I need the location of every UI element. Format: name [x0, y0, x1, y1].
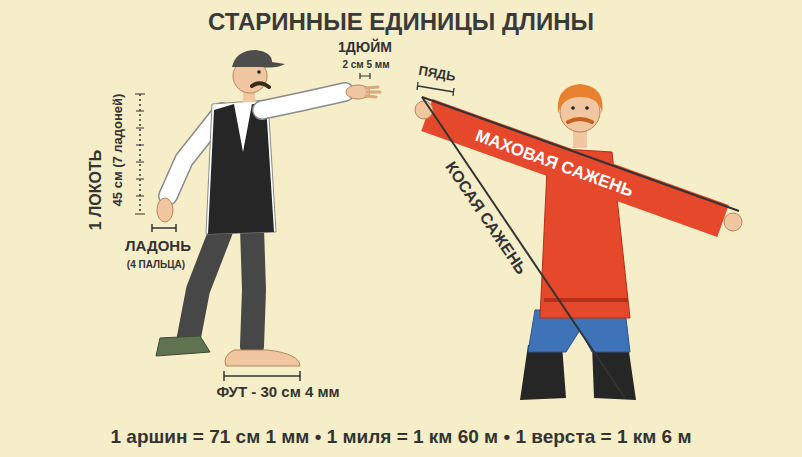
sleeve-outline [262, 92, 345, 110]
belt [544, 298, 628, 302]
span-label: КОСАЯ САЖЕНЬ [442, 158, 530, 277]
dimension-label: ФУТ - 30 см 4 мм [216, 384, 339, 401]
boot [520, 345, 566, 400]
dimension-label: ЛАДОНЬ [125, 238, 191, 255]
title: СТАРИННЫЕ ЕДИНИЦЫ ДЛИНЫ [208, 9, 594, 35]
eye [571, 106, 575, 110]
cap [232, 50, 285, 68]
hand [157, 198, 173, 222]
mustache [568, 119, 592, 122]
dimension-label: 1ДЮЙМ [338, 40, 392, 55]
man-in-cap [156, 50, 380, 381]
bare-foot [225, 350, 300, 366]
back-leg [188, 228, 222, 342]
man-in-red-shirt [415, 84, 742, 400]
dimension-value: (4 ПАЛЬЦА) [127, 259, 185, 270]
front-leg [252, 228, 254, 346]
shirt [206, 100, 276, 234]
dimension-label: 1 ЛОКОТЬ [87, 150, 105, 231]
foot-measure [224, 371, 300, 381]
hand [724, 213, 742, 231]
dimension-value: 2 см 5 мм [342, 59, 389, 70]
palm-measure [152, 224, 176, 232]
dimension-label: ПЯДЬ [417, 64, 456, 85]
dimension-value: 45 см (7 ладоней) [111, 94, 125, 207]
hair [558, 84, 603, 114]
fingers [366, 87, 380, 97]
palm-ticks [135, 94, 145, 214]
span-measure [417, 82, 454, 96]
sleeve [262, 92, 345, 110]
eye [257, 70, 261, 74]
eye [585, 106, 589, 110]
shoe [156, 336, 210, 356]
vest [208, 104, 274, 234]
caption: 1 аршин = 71 см 1 мм • 1 миля = 1 км 60 … [110, 427, 691, 448]
mustache [252, 83, 269, 87]
inch-measure [360, 73, 370, 79]
boot [592, 345, 636, 400]
